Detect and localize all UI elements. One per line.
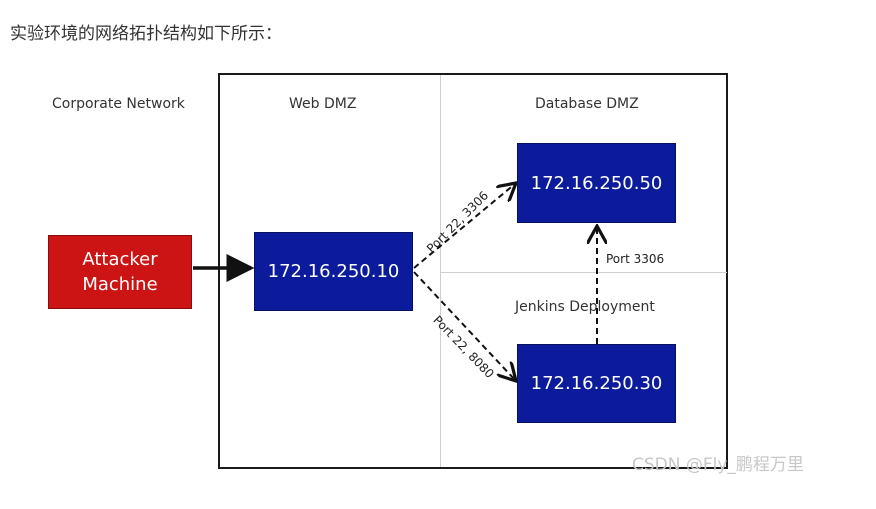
zone-label-database-dmz: Database DMZ [535, 96, 639, 112]
edge-web-to-jenkins [413, 271, 516, 381]
attacker-machine-node: Attacker Machine [48, 235, 192, 309]
edge-label-jenkins-to-db: Port 3306 [606, 252, 665, 266]
database-server-node: 172.16.250.50 [517, 143, 676, 223]
page-heading: 实验环境的网络拓扑结构如下所示： [10, 24, 282, 44]
edge-web-to-db [413, 183, 516, 269]
attacker-label-line2: Machine [82, 274, 158, 295]
dmz-frame [218, 73, 728, 469]
attacker-label-line1: Attacker [82, 249, 158, 270]
zone-label-corporate-network: Corporate Network [52, 96, 185, 112]
zone-label-web-dmz: Web DMZ [289, 96, 357, 112]
web-server-node: 172.16.250.10 [254, 232, 413, 311]
dmz-divider-horizontal [441, 272, 727, 273]
watermark-text: CSDN @Fly_鹏程万里 [632, 455, 804, 475]
zone-label-jenkins-deployment: Jenkins Deployment [515, 299, 655, 315]
jenkins-server-node: 172.16.250.30 [517, 344, 676, 423]
dmz-divider-vertical [440, 75, 441, 467]
